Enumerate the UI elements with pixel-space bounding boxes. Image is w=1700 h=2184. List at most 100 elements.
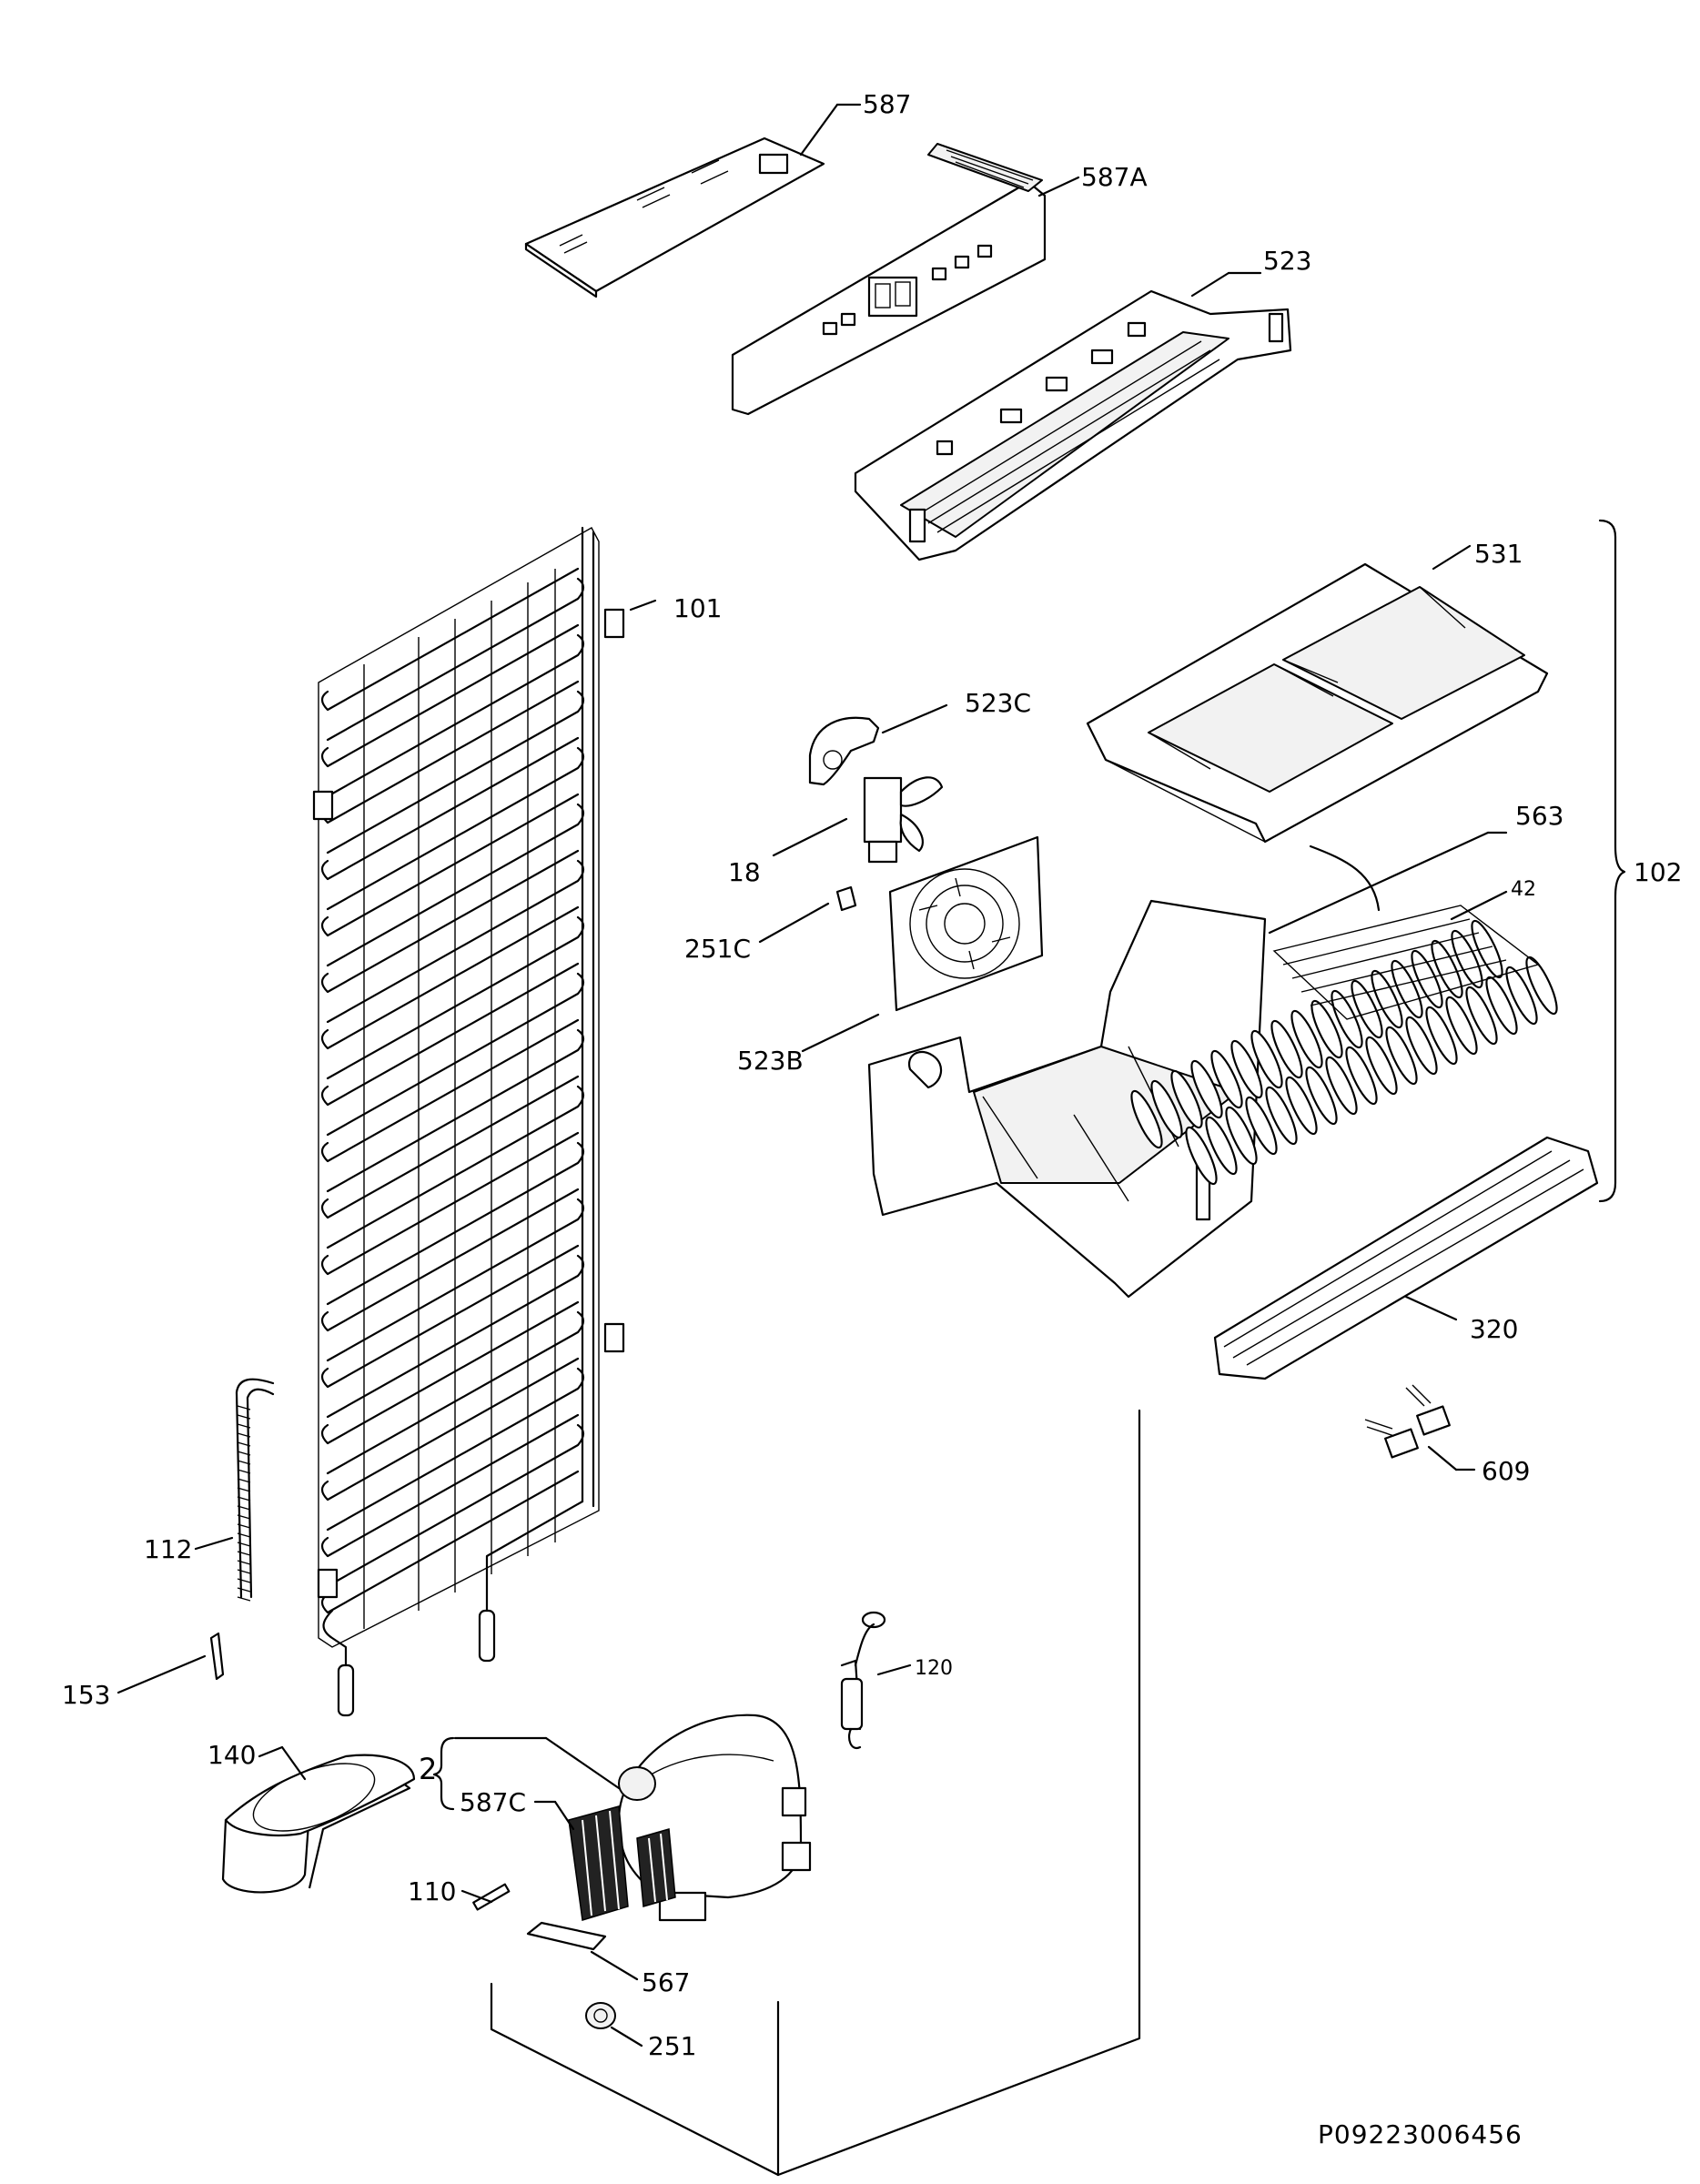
coil-loop bbox=[320, 1244, 580, 1389]
connectors-609 bbox=[1364, 1384, 1476, 1471]
drain-pipe-112 bbox=[194, 1378, 275, 1602]
spacer-251c bbox=[758, 885, 857, 944]
pipe-tick bbox=[237, 1487, 251, 1492]
condenser-101 bbox=[312, 526, 657, 1717]
plate-567 bbox=[526, 1921, 639, 1981]
evaporator-fin bbox=[1285, 1076, 1318, 1136]
coil-loop bbox=[326, 1254, 585, 1419]
pipe-tick bbox=[237, 1432, 251, 1438]
reference-labels: 587 587A 523 531 101 523C 18 563 42 102 … bbox=[62, 89, 1682, 2149]
pipe-tick bbox=[237, 1578, 251, 1583]
cabinet-outline bbox=[490, 1409, 1141, 2177]
label-523c: 523C bbox=[965, 688, 1031, 718]
coil-loop bbox=[326, 1198, 585, 1362]
evaporator-fin bbox=[1325, 1056, 1358, 1116]
pipe-tick bbox=[237, 1523, 251, 1529]
pipe-tick bbox=[237, 1551, 251, 1556]
coil-loop bbox=[326, 1310, 585, 1475]
coil-loop bbox=[326, 859, 585, 1024]
evaporator-fin bbox=[1465, 986, 1498, 1046]
coil-loop bbox=[320, 567, 580, 712]
evaporator-fin bbox=[1225, 1106, 1258, 1166]
coil-loop bbox=[320, 793, 580, 937]
evaporator-fin bbox=[1150, 1079, 1183, 1139]
coil-loop bbox=[320, 962, 580, 1107]
pipe-tick bbox=[237, 1532, 251, 1538]
evaporator-fins bbox=[1130, 919, 1558, 1186]
pipe-tick bbox=[237, 1505, 251, 1511]
pipe-tick bbox=[237, 1560, 251, 1565]
evaporator-fin bbox=[1210, 1049, 1243, 1109]
clip-153 bbox=[116, 1632, 225, 1694]
label-42: 42 bbox=[1511, 878, 1536, 901]
coil-loop bbox=[320, 1131, 580, 1276]
coil-loop bbox=[320, 1075, 580, 1219]
evaporator-fin bbox=[1485, 976, 1518, 1036]
coil-loop bbox=[320, 680, 580, 824]
coil-loop bbox=[320, 1357, 580, 1502]
evaporator-fin bbox=[1130, 1089, 1163, 1149]
pipe-tick bbox=[237, 1414, 251, 1420]
label-320: 320 bbox=[1470, 1314, 1518, 1344]
heat-sink-587c bbox=[533, 1800, 676, 1921]
coil-loop bbox=[326, 1367, 585, 1532]
pipe-tick bbox=[237, 1405, 251, 1410]
evaporator-fin bbox=[1250, 1029, 1283, 1089]
pipe-tick bbox=[237, 1569, 251, 1574]
display-board-587a bbox=[731, 143, 1080, 416]
pipe-tick bbox=[237, 1478, 251, 1483]
evaporator-fin bbox=[1371, 969, 1403, 1029]
pipe-tick bbox=[237, 1596, 251, 1602]
evaporator-fin bbox=[1445, 996, 1478, 1056]
pipe-tick bbox=[237, 1496, 251, 1502]
label-609: 609 bbox=[1482, 1456, 1530, 1486]
evaporator-fin bbox=[1205, 1116, 1238, 1176]
evaporator-fin bbox=[1451, 929, 1483, 989]
coil-loop bbox=[326, 690, 585, 854]
fan-cover-523b bbox=[801, 835, 1044, 1053]
control-board-587 bbox=[524, 103, 862, 298]
pipe-tick bbox=[237, 1451, 251, 1456]
pipe-tick bbox=[237, 1469, 251, 1474]
evaporator-fin bbox=[1265, 1086, 1298, 1146]
evaporator-fin bbox=[1391, 959, 1423, 1019]
coil-loop bbox=[326, 746, 585, 911]
coil-loop bbox=[326, 1423, 585, 1588]
coil-loop bbox=[320, 1188, 580, 1332]
nut-251 bbox=[585, 2002, 643, 2048]
evaporator-fin bbox=[1351, 979, 1383, 1039]
evaporator-fin bbox=[1431, 939, 1463, 999]
coil-loop bbox=[326, 633, 585, 798]
coil-loop bbox=[320, 736, 580, 881]
evaporator-fin bbox=[1345, 1046, 1378, 1106]
pipe-tick bbox=[237, 1587, 251, 1592]
pipe-tick bbox=[237, 1514, 251, 1520]
drip-tray-140 bbox=[221, 1745, 416, 1894]
coil-loop bbox=[320, 905, 580, 1050]
evaporator-fin bbox=[1185, 1126, 1218, 1186]
control-housing-523 bbox=[854, 271, 1292, 561]
label-523b: 523B bbox=[737, 1046, 804, 1076]
label-531: 531 bbox=[1474, 539, 1523, 569]
brace-2 bbox=[432, 1736, 455, 1811]
coil-loop bbox=[320, 1018, 580, 1163]
coil-loop bbox=[320, 849, 580, 994]
evaporator-fin bbox=[1425, 1006, 1458, 1066]
label-567: 567 bbox=[642, 1967, 690, 1997]
condenser-coil-loops bbox=[320, 567, 585, 1614]
fan-bracket-523c bbox=[808, 703, 948, 786]
label-251: 251 bbox=[648, 2031, 696, 2061]
label-102: 102 bbox=[1634, 857, 1682, 887]
label-140: 140 bbox=[207, 1740, 256, 1770]
evaporator-fin bbox=[1270, 1019, 1303, 1079]
pipe-tick bbox=[237, 1441, 251, 1447]
pipe-tick bbox=[237, 1460, 251, 1465]
coil-loop bbox=[326, 577, 585, 742]
coil-loop bbox=[326, 1028, 585, 1193]
evaporator-fin bbox=[1411, 949, 1443, 1009]
label-153: 153 bbox=[62, 1680, 110, 1710]
evaporator-fin bbox=[1170, 1069, 1203, 1129]
bracket-102 bbox=[1598, 519, 1626, 1203]
label-251c: 251C bbox=[684, 934, 751, 964]
